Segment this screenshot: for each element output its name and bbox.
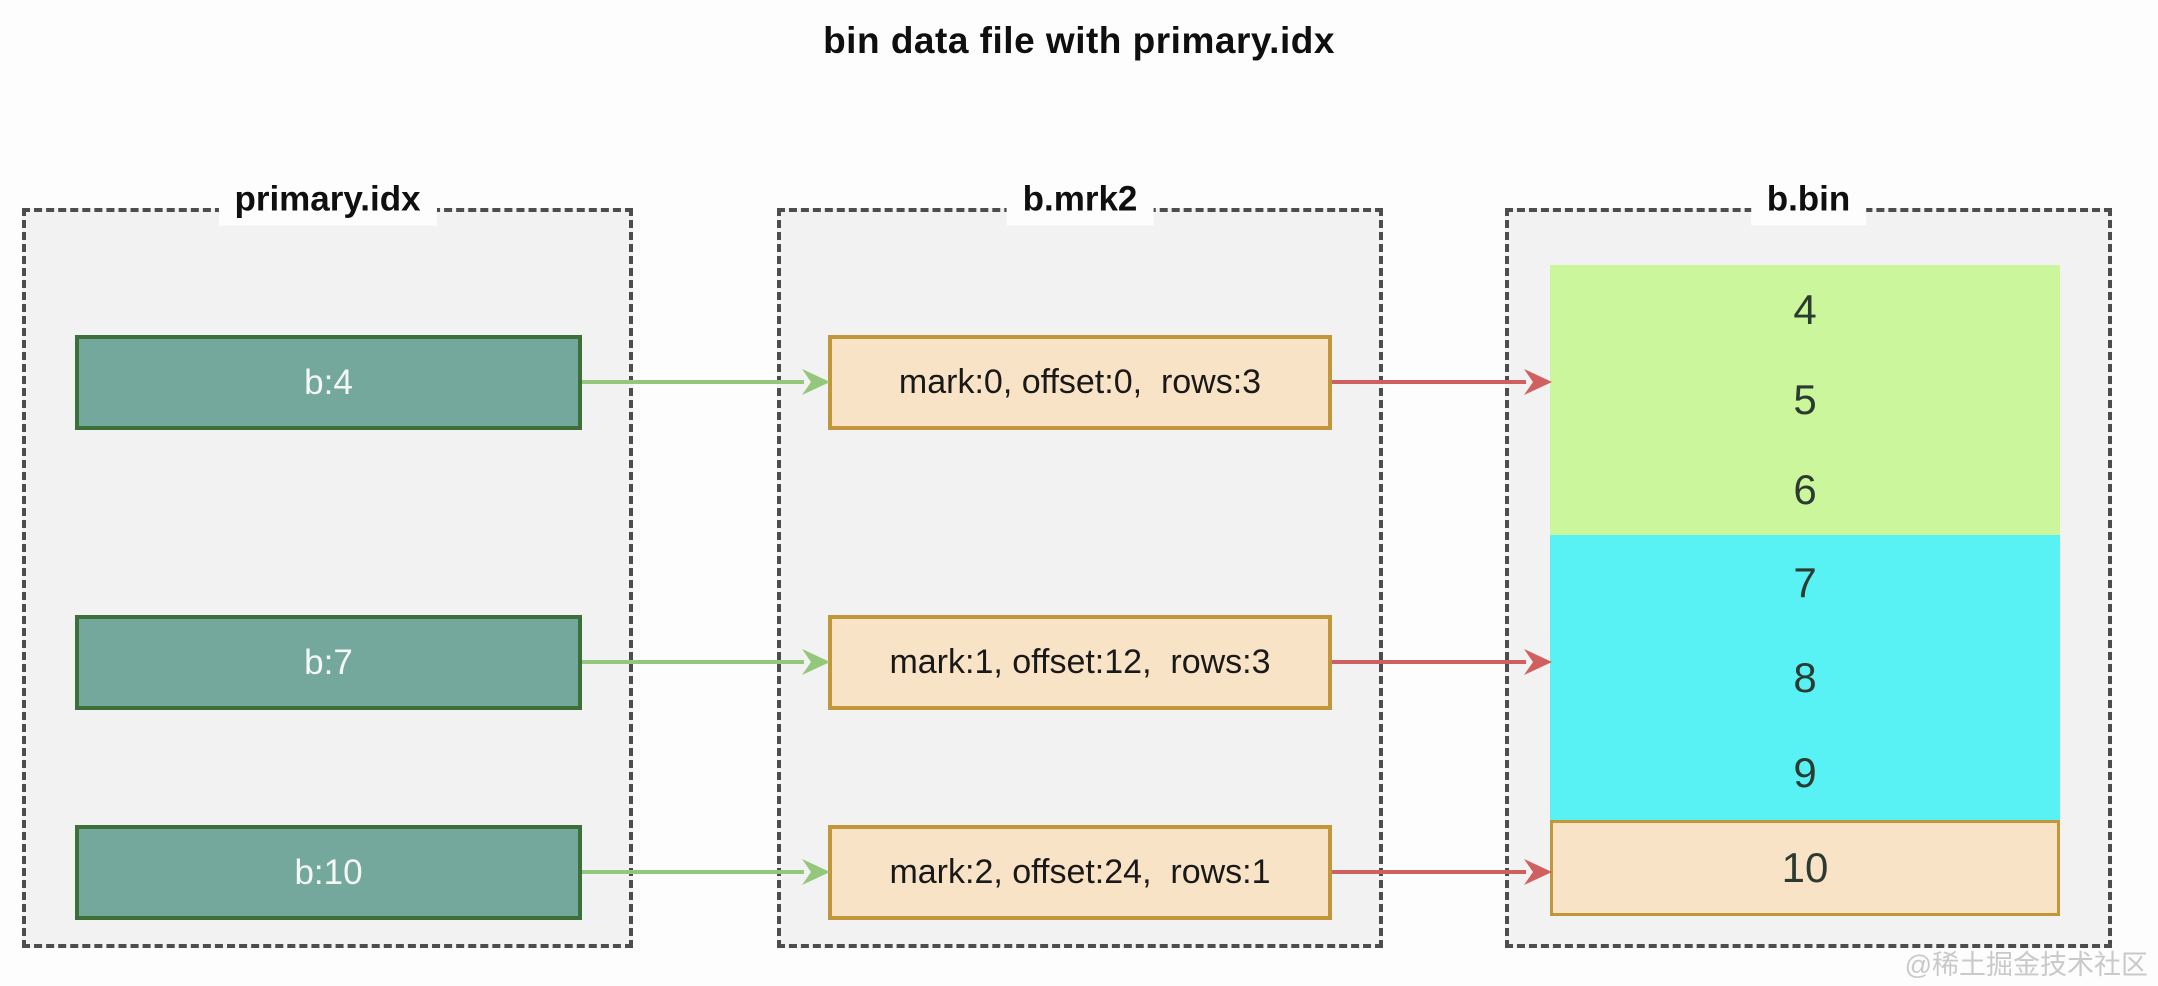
granule-block-1: 7 8 9 <box>1550 535 2060 820</box>
granule-value: 8 <box>1793 653 1817 701</box>
granule-block-0: 4 5 6 <box>1550 265 2060 535</box>
index-entry-b10: b:10 <box>75 825 582 920</box>
mark-entry-0: mark:0, offset:0, rows:3 <box>828 335 1332 430</box>
granule-value: 5 <box>1793 376 1817 423</box>
arrow-mark0-to-granule0-icon <box>1332 369 1552 395</box>
mark-entry-1: mark:1, offset:12, rows:3 <box>828 615 1332 710</box>
index-entry-b7: b:7 <box>75 615 582 710</box>
column-label-b-mrk2: b.mrk2 <box>1006 177 1154 226</box>
column-b-mrk2: b.mrk2 <box>777 177 1383 948</box>
watermark: @稀土掘金技术社区 <box>1904 950 2148 980</box>
granule-value: 4 <box>1793 286 1817 333</box>
granule-value: 10 <box>1781 844 1829 891</box>
column-primary-idx: primary.idx <box>22 177 633 948</box>
arrow-b4-to-mark0-icon <box>582 369 830 395</box>
granule-value: 9 <box>1793 748 1817 796</box>
arrow-b10-to-mark2-icon <box>582 859 830 885</box>
mark-entry-2: mark:2, offset:24, rows:1 <box>828 825 1332 920</box>
column-label-b-bin: b.bin <box>1750 177 1867 226</box>
granule-value: 7 <box>1793 558 1817 606</box>
granule-block-2: 10 <box>1550 820 2060 916</box>
column-label-primary-idx: primary.idx <box>218 177 437 226</box>
arrow-b7-to-mark1-icon <box>582 649 830 675</box>
arrow-mark2-to-granule2-icon <box>1332 859 1552 885</box>
diagram-title: bin data file with primary.idx <box>823 20 1335 61</box>
arrow-mark1-to-granule1-icon <box>1332 649 1552 675</box>
index-entry-b4: b:4 <box>75 335 582 430</box>
granule-value: 6 <box>1793 466 1817 513</box>
